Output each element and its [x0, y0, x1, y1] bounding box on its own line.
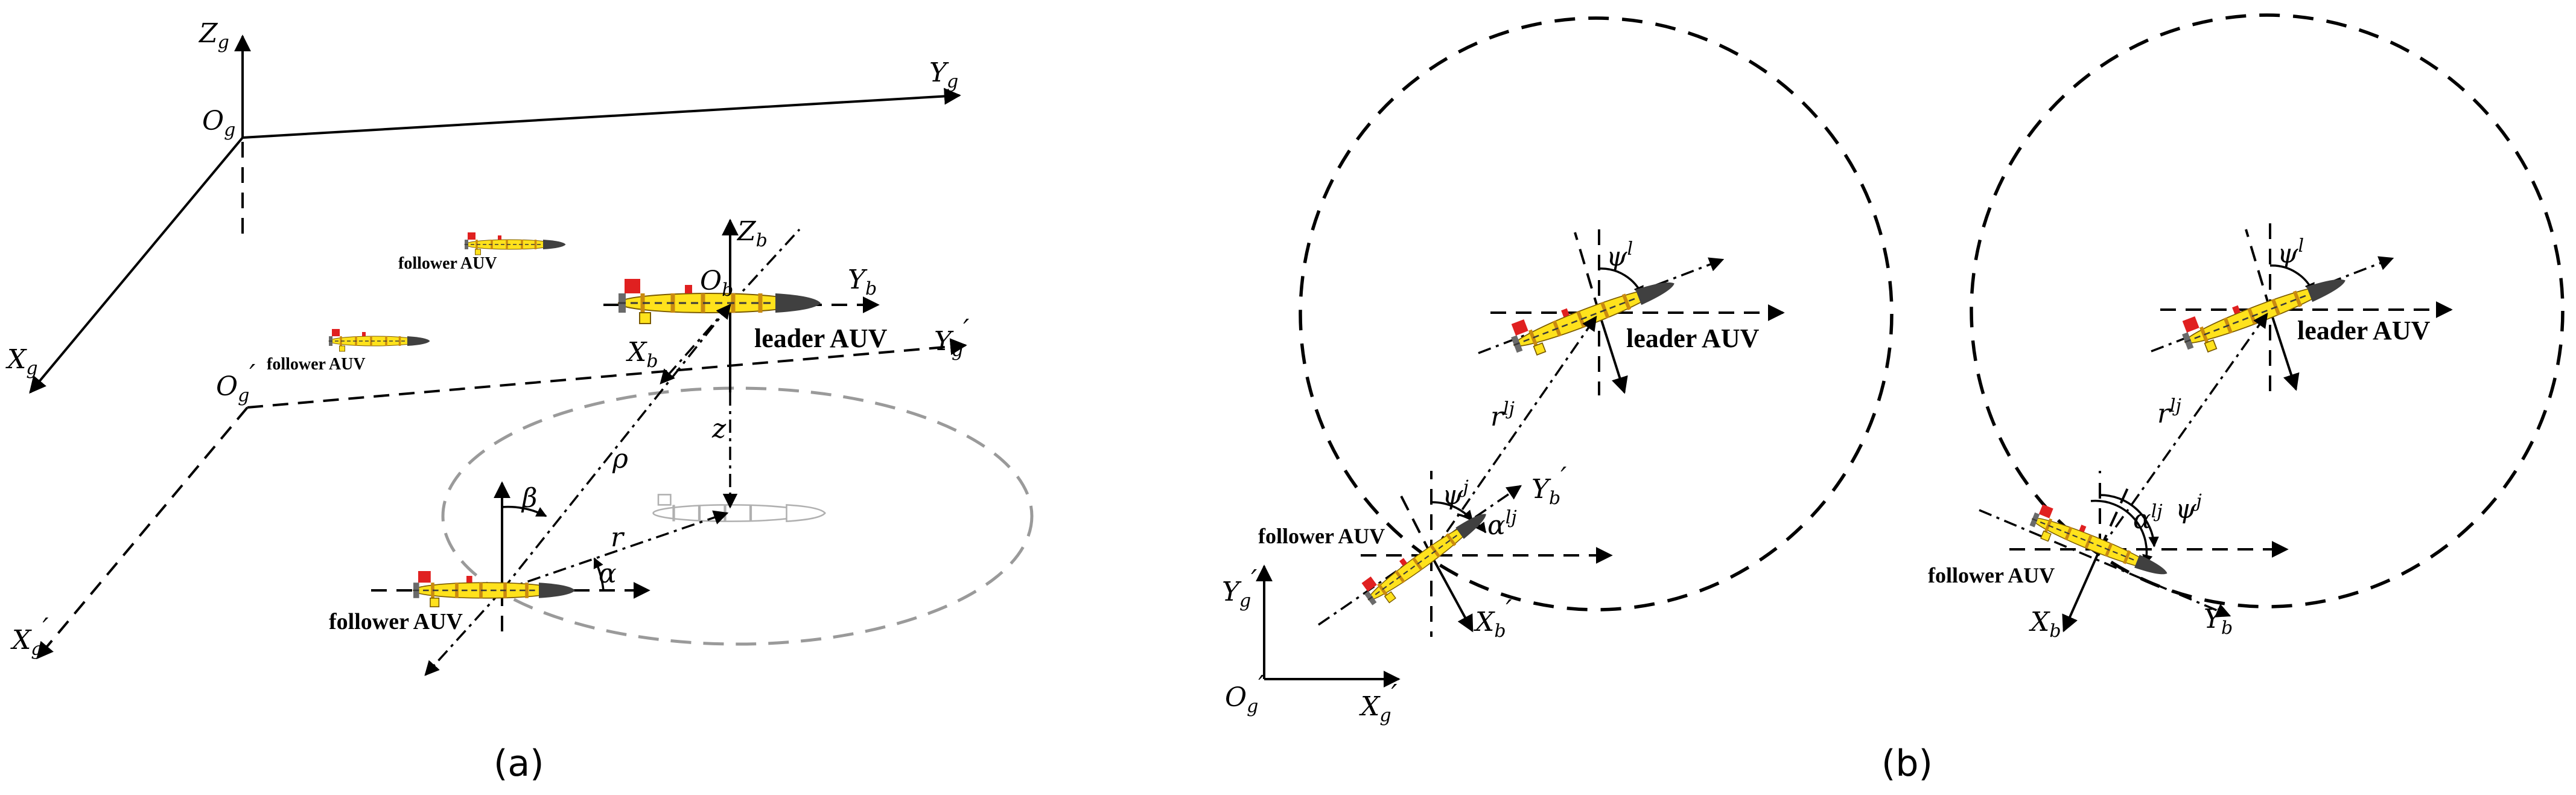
- follower-auv-label-small-1: follower AUV: [398, 254, 497, 273]
- label-yb-prime-b1: Yb′: [1531, 462, 1566, 509]
- label-alpha-lj-b1: αlj: [1487, 507, 1517, 541]
- xb-axis: [660, 304, 731, 385]
- projected-frame-axes: [36, 338, 967, 660]
- label-r-lj-b2: rlj: [2157, 395, 2181, 429]
- psi-j-arc-b1: [1431, 501, 1474, 522]
- follower-auv-small-1: [463, 231, 567, 256]
- label-xg-prime: Xg′: [10, 613, 49, 660]
- alpha-arc: [593, 557, 605, 591]
- formation-ellipse: [441, 386, 1034, 646]
- panel-b: Yg′ Og′ Xg′ ψl leader AUV rlj: [1222, 13, 2565, 785]
- follower-auv-label-a: follower AUV: [329, 609, 463, 634]
- label-r: r: [611, 522, 625, 553]
- leader-auv-label-a: leader AUV: [754, 324, 888, 353]
- label-yg-prime-b: Yg′: [1222, 564, 1257, 611]
- xb-axis-back: [729, 228, 801, 306]
- follower-x-axis: [424, 589, 503, 676]
- label-r-lj-b1: rlj: [1490, 398, 1515, 432]
- leader-auv-label-b1: leader AUV: [1626, 324, 1760, 353]
- r-lj-vector-b2: [2099, 313, 2268, 551]
- label-og: Og: [202, 106, 235, 141]
- label-yg-prime: Yg′: [934, 314, 969, 361]
- label-yg: Yg: [929, 57, 958, 92]
- leader-xb-back-b1: [1574, 232, 1600, 313]
- label-zb: Zb: [736, 216, 768, 251]
- leader-xb-b2: [2269, 309, 2300, 391]
- subdiagram-b2: ψl leader AUV rlj αlj ψj Xb Yb follower …: [1928, 13, 2565, 642]
- label-yb-b2: Yb: [2204, 604, 2233, 639]
- label-xb-prime-b1: Xb′: [1474, 595, 1512, 642]
- follower-xb-back-b1: [1396, 487, 1433, 556]
- leader-xb-b1: [1598, 312, 1628, 394]
- rho-vector: [501, 304, 731, 592]
- follower-auv-label-small-2: follower AUV: [267, 355, 366, 374]
- global-frame-axes: [29, 34, 961, 394]
- follower-yb-b2: [1979, 509, 2231, 618]
- projected-frame-b: [1256, 564, 1401, 688]
- leader-circle-b1: [1299, 16, 1894, 611]
- psi-j-arc-b2: [2099, 494, 2159, 548]
- yg-prime-axis: [247, 338, 967, 409]
- label-og-prime: Og′: [216, 359, 255, 406]
- yg-axis: [242, 88, 961, 139]
- label-yb: Yb: [848, 264, 877, 299]
- leader-circle-b2: [1970, 13, 2565, 608]
- beta-arc: [501, 505, 547, 517]
- label-xg-prime-b: Xg′: [1359, 679, 1398, 726]
- leader-auv-label-b2: leader AUV: [2297, 316, 2431, 345]
- follower-xb-prime-b1: [1430, 555, 1474, 633]
- label-xg: Xg: [5, 344, 38, 379]
- alpha-lj-arc-b2: [2090, 499, 2153, 566]
- label-xb-b2: Xb: [2029, 607, 2061, 642]
- panel-a-caption: (a): [494, 742, 544, 785]
- label-z: z: [711, 413, 727, 444]
- leader-heading-b1: [1478, 257, 1725, 354]
- follower-auv-label-b1: follower AUV: [1258, 524, 1385, 548]
- label-ob: Ob: [700, 266, 733, 301]
- follower-auv-main: [413, 571, 575, 607]
- label-alpha: α: [599, 558, 617, 589]
- follower-auv-label-b2: follower AUV: [1928, 563, 2055, 587]
- subdiagram-b1: ψl leader AUV rlj ψj αlj Yb′ Xb′ followe…: [1258, 16, 1894, 642]
- label-zg: Zg: [198, 18, 229, 53]
- follower-xb-back-b2: [2099, 482, 2131, 550]
- projected-auv-ghost: [654, 494, 825, 521]
- label-alpha-lj-b2: αlj: [2133, 501, 2163, 535]
- xg-prime-axis: [36, 406, 249, 660]
- leader-xb-back-b2: [2245, 229, 2271, 310]
- follower-xb-b2: [2062, 549, 2101, 633]
- follower-auv-small-2: [328, 328, 431, 353]
- label-psi-l-b2: ψl: [2277, 235, 2304, 269]
- panel-a: Zg Yg Og Xg Og′ Yg′ Xg′ follower AUV fol…: [5, 18, 1034, 785]
- label-psi-l-b1: ψl: [1606, 238, 1633, 272]
- panel-b-caption: (b): [1881, 742, 1933, 785]
- r-vector: [501, 510, 729, 592]
- label-psi-j-b1: ψj: [1442, 477, 1469, 511]
- label-rho: ρ: [612, 444, 628, 474]
- label-psi-j-b2: ψj: [2175, 491, 2202, 525]
- label-og-prime-b: Og′: [1225, 670, 1264, 717]
- label-xb: Xb: [626, 337, 658, 372]
- label-beta: β: [521, 483, 537, 514]
- xg-axis: [29, 136, 244, 394]
